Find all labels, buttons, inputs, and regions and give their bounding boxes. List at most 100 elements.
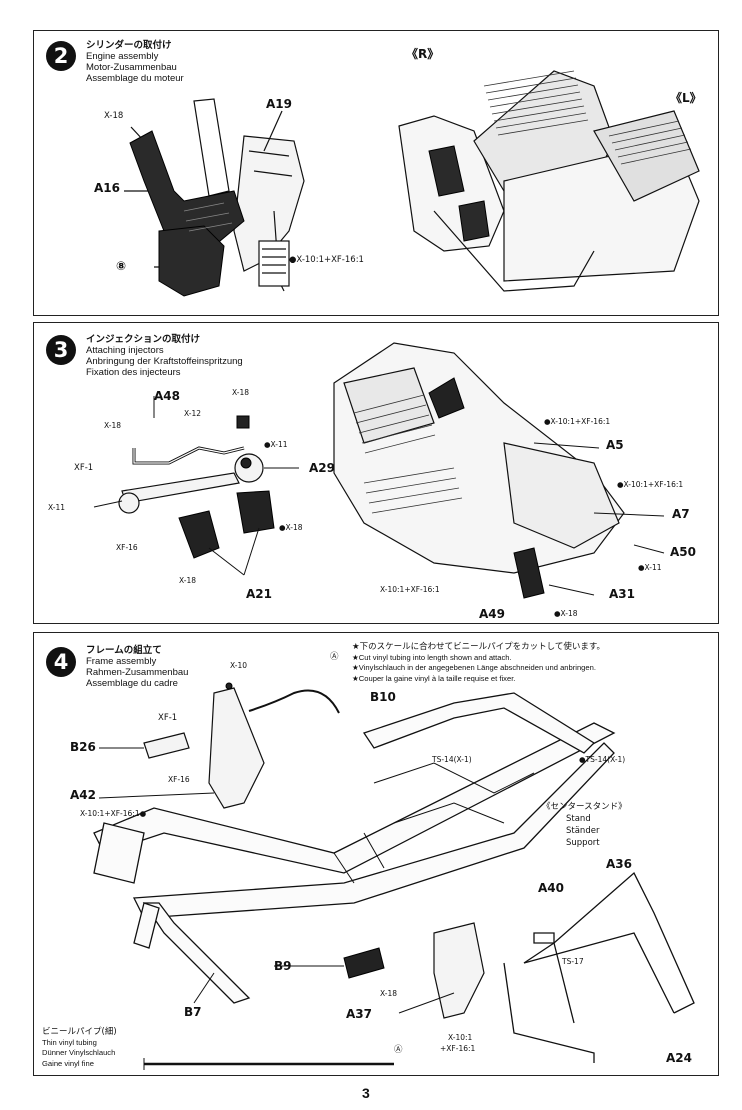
tubing-jp: ビニールパイプ(細) <box>42 1027 117 1037</box>
step-3-label-x11b: X-11 <box>48 503 66 512</box>
paint-dot-icon: ● <box>554 609 561 618</box>
step-4-label-b9: B9 <box>274 959 292 973</box>
engine-left-illustration <box>124 70 700 297</box>
step-2-paint-text: X-10:1+XF-16:1 <box>296 255 364 265</box>
step-4-note-de: ★Vinylschlauch in der angegebenen Länge … <box>352 663 596 672</box>
step-4-note-en: ★Cut vinyl tubing into length shown and … <box>352 652 512 662</box>
step-4-label-stand-fr: Support <box>566 838 600 848</box>
page-number: 3 <box>362 1085 370 1101</box>
paint-dot-icon: ● <box>264 440 271 449</box>
step-3-label-a7: A7 <box>672 507 690 521</box>
step-4-label-a24: A24 <box>666 1051 692 1065</box>
step-2-badge: 2 <box>46 41 76 71</box>
step-3-label-x18e: ●X-18 <box>554 609 578 618</box>
paint-dot-icon: ● <box>279 523 286 532</box>
step-3-label-a48: A48 <box>154 389 180 403</box>
step-4-label-a40: A40 <box>538 881 564 895</box>
step-2-label-r: 《R》 <box>406 47 440 61</box>
step-3-label-a50: A50 <box>670 545 696 559</box>
injector-illustration <box>93 342 665 599</box>
step-3-x18e-text: X-18 <box>560 609 578 618</box>
step-4-label-b7: B7 <box>184 1005 202 1019</box>
step-3-x11a-text: X-11 <box>270 440 288 449</box>
step-3-badge: 3 <box>46 335 76 365</box>
paint-dot-icon: ● <box>139 809 147 818</box>
step-4-note-jp: ★下のスケールに合わせてビニールパイプをカットして使います。 <box>352 642 606 652</box>
step-3-heading: インジェクションの取付け Attaching injectors Anbring… <box>86 334 243 378</box>
step-2-label-a16: A16 <box>94 181 120 195</box>
step-3-label-a29: A29 <box>309 461 335 475</box>
step-4-notes: ★下のスケールに合わせてビニールパイプをカットして使います。 ★Cut viny… <box>352 642 605 684</box>
step-4-label-stand-jp: 《センタースタンド》 <box>542 802 627 812</box>
step-3-title-de: Anbringung der Kraftstoffeinspritzung <box>86 356 243 367</box>
step-2-heading: シリンダーの取付け Engine assembly Motor-Zusammen… <box>86 40 184 84</box>
tubing-en: Thin vinyl tubing <box>42 1037 97 1047</box>
step-4-label-stand-de: Ständer <box>566 826 600 836</box>
step-2-panel: 2 シリンダーの取付け Engine assembly Motor-Zusamm… <box>33 30 719 316</box>
step-4-label-x18: X-18 <box>380 989 398 998</box>
step-3-label-x18d: X-18 <box>179 576 197 585</box>
step-4-label-x10: X-10 <box>230 661 248 670</box>
paint-dot-icon: ● <box>544 417 551 426</box>
step-2-title-de: Motor-Zusammenbau <box>86 62 177 73</box>
step-4-note-fr: ★Couper la gaine vinyl à la taille requi… <box>352 673 516 683</box>
step-4-title-fr: Assemblage du cadre <box>86 678 178 689</box>
step-3-paint1-text: X-10:1+XF-16:1 <box>550 417 611 426</box>
step-2-label-l: 《L》 <box>670 91 702 105</box>
step-4-heading: フレームの組立て Frame assembly Rahmen-Zusammenb… <box>86 645 188 689</box>
step-4-label-a42: A42 <box>70 788 96 802</box>
paint-dot-icon: ● <box>289 255 297 265</box>
step-2-title-jp: シリンダーの取付け <box>86 40 172 51</box>
step-2-label-x18: X-18 <box>104 111 124 121</box>
step-4-label-a37: A37 <box>346 1007 372 1021</box>
step-3-label-a21: A21 <box>246 587 272 601</box>
step-4-label-xf16: XF-16 <box>168 775 190 784</box>
paint-dot-icon: ● <box>638 563 645 572</box>
step-3-paint2-text: X-10:1+XF-16:1 <box>623 480 684 489</box>
step-3-x11c-text: X-11 <box>644 563 662 572</box>
step-3-label-x18a: X-18 <box>232 388 250 397</box>
step-3-label-xf16: XF-16 <box>116 543 138 552</box>
step-3-label-paint1: ●X-10:1+XF-16:1 <box>544 417 610 426</box>
step-4-label-circle-a: Ⓐ <box>330 652 339 662</box>
step-4-label-xf1: XF-1 <box>158 713 178 723</box>
step-4-label-ts14a: TS-14(X-1) <box>432 755 472 764</box>
step-3-label-a49: A49 <box>479 607 505 621</box>
step-3-title-en: Attaching injectors <box>86 345 164 356</box>
step-2-label-paint: ●X-10:1+XF-16:1 <box>289 255 364 265</box>
step-4-badge: 4 <box>46 647 76 677</box>
step-3-label-xf1: XF-1 <box>74 463 94 473</box>
step-4-label-b26: B26 <box>70 740 96 754</box>
step-4-label-ts14b: ●TS-14(X-1) <box>579 755 625 764</box>
step-3-x18c-text: X-18 <box>285 523 303 532</box>
step-3-label-paint2: ●X-10:1+XF-16:1 <box>617 480 683 489</box>
step-2-title-fr: Assemblage du moteur <box>86 73 184 84</box>
step-4-ts14b-text: TS-14(X-1) <box>585 755 626 764</box>
step-3-label-x18b: X-18 <box>104 421 122 430</box>
step-3-label-paint3: X-10:1+XF-16:1 <box>380 585 440 594</box>
step-3-label-a5: A5 <box>606 438 624 452</box>
step-4-label-circle-a2: Ⓐ <box>394 1045 403 1055</box>
step-4-label-a36: A36 <box>606 857 632 871</box>
step-3-label-x12: X-12 <box>184 409 202 418</box>
step-3-panel: 3 インジェクションの取付け Attaching injectors Anbri… <box>33 322 719 624</box>
step-2-label-a19: A19 <box>266 97 292 111</box>
paint-dot-icon: ● <box>617 480 624 489</box>
step-4-label-stand-en: Stand <box>566 814 591 824</box>
step-4-panel: 4 フレームの組立て Frame assembly Rahmen-Zusamme… <box>33 632 719 1076</box>
step-3-label-a31: A31 <box>609 587 635 601</box>
step-3-label-x18c: ●X-18 <box>279 523 303 532</box>
step-2-label-8: ⑧ <box>116 259 127 273</box>
paint-dot-icon: ● <box>579 755 586 764</box>
step-4-label-xf16b: +XF-16:1 <box>440 1044 476 1053</box>
tubing-fr: Gaine vinyl fine <box>42 1058 94 1068</box>
step-4-label-x10b: X-10:1 <box>448 1033 473 1042</box>
tubing-legend: ビニールパイプ(細) Thin vinyl tubing Dünner Viny… <box>42 1027 117 1069</box>
step-4-label-ts17: TS-17 <box>562 957 584 966</box>
step-3-label-x11a: ●X-11 <box>264 440 288 449</box>
step-4-paint-text: X-10:1+XF-16:1 <box>80 809 140 818</box>
step-4-label-paint: X-10:1+XF-16:1● <box>80 809 146 818</box>
step-2-title-en: Engine assembly <box>86 51 159 62</box>
step-4-label-b10: B10 <box>370 690 396 704</box>
tubing-de: Dünner Vinylschlauch <box>42 1048 116 1057</box>
